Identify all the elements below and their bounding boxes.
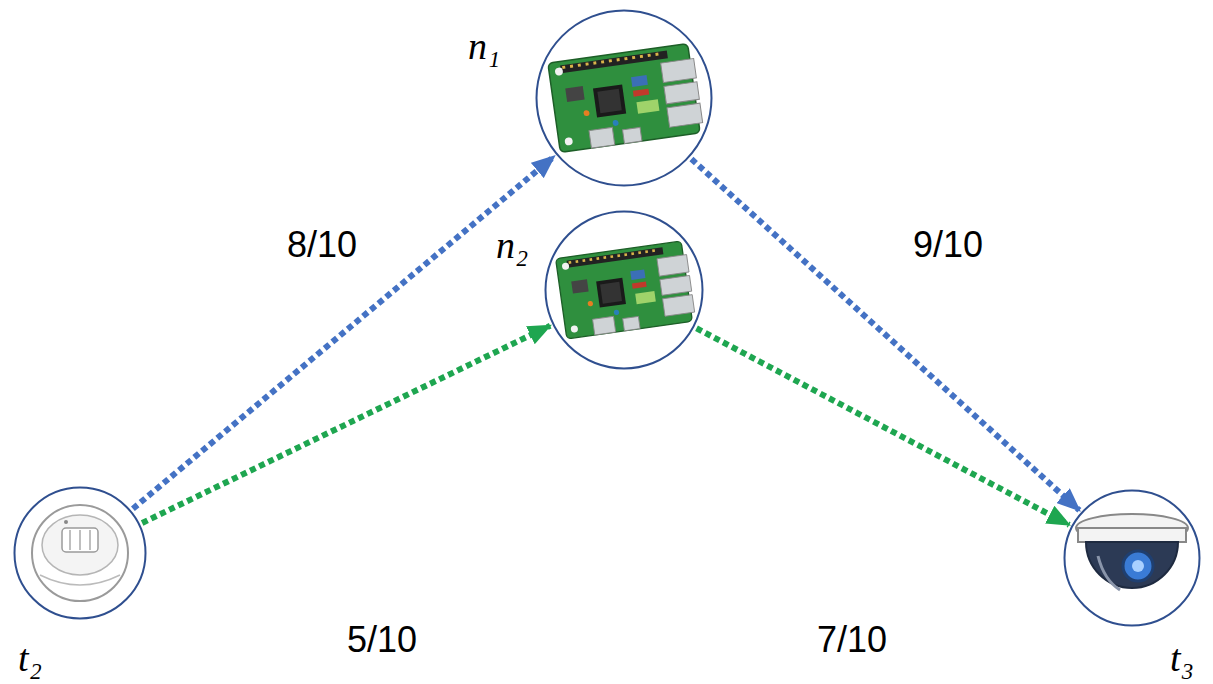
data-flow-arrow — [133, 156, 554, 508]
camera-icon — [1076, 514, 1188, 590]
data-flow-arrow — [697, 328, 1070, 525]
node-circle — [15, 488, 146, 619]
node-name: t₃ — [1170, 639, 1194, 677]
data-flow-arrow — [142, 326, 550, 523]
device-node: t₃ — [1063, 489, 1201, 627]
node-outline — [13, 486, 147, 620]
node-outline — [535, 9, 713, 187]
data-flow-arrow — [691, 159, 1079, 510]
node-name: t₂ — [18, 639, 42, 677]
node-circle — [1065, 491, 1200, 626]
link-quality-label: 8/10 — [283, 225, 361, 265]
node-outline — [1063, 489, 1201, 627]
link-quality-label: 7/10 — [813, 620, 891, 660]
raspberry-pi-icon — [548, 43, 704, 152]
link-quality-label: 5/10 — [343, 620, 421, 660]
device-node: n₁ — [535, 9, 713, 187]
node-circle — [546, 212, 703, 369]
device-node: n₂ — [544, 210, 704, 370]
device-node: t₂ — [13, 486, 147, 620]
node-circle — [537, 11, 712, 186]
node-name: n₁ — [468, 27, 500, 65]
raspberry-pi-icon — [556, 241, 696, 339]
link-quality-label: 9/10 — [909, 225, 987, 265]
node-name: n₂ — [496, 226, 528, 264]
smoke-detector-icon — [32, 505, 128, 601]
node-outline — [544, 210, 704, 370]
